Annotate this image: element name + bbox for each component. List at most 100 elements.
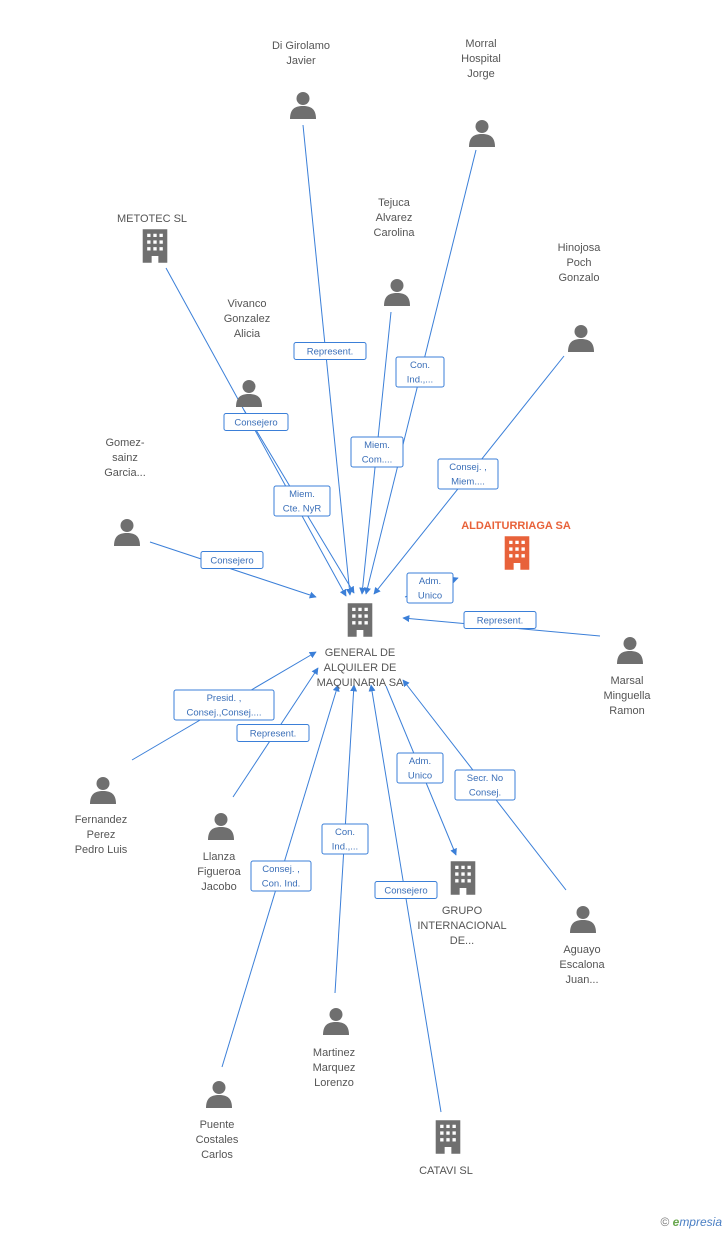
person-icon (617, 637, 643, 664)
edge-label-martinez-center[interactable]: Con.Ind.,... (321, 823, 369, 855)
edge-label-text: Adm. (409, 756, 431, 767)
edge-label-vivanco-center[interactable]: Consejero (223, 413, 289, 431)
edge-label-text: Con. Ind. (262, 879, 301, 890)
node-label: GRUPO (442, 905, 483, 917)
edge-label-tejuca-center[interactable]: Miem. Com.... (350, 436, 404, 468)
edge-label-metotec-center[interactable]: Miem.Cte. NyR (273, 485, 331, 517)
node-label: Garcia... (104, 467, 146, 479)
node-label: Carolina (374, 227, 416, 239)
node-label: Llanza (203, 851, 236, 863)
node-label: MAQUINARIA SA (317, 677, 404, 689)
node-metotec[interactable]: METOTEC SL (117, 213, 187, 263)
edge-gomez-center (149, 541, 317, 599)
node-label: Morral (465, 38, 496, 50)
edge-label-box (236, 724, 310, 742)
edge-label-gomez-center[interactable]: Consejero (200, 551, 264, 569)
edge-label-text: Unico (418, 591, 442, 602)
node-label: Javier (286, 55, 316, 67)
node-label: Poch (566, 257, 591, 269)
edge-label-box (250, 860, 312, 892)
node-aguayo[interactable]: AguayoEscalonaJuan... (559, 906, 606, 986)
node-label: Alvarez (376, 212, 413, 224)
edge-label-text: Presid. , (207, 693, 242, 704)
node-label: Carlos (201, 1149, 233, 1161)
node-gomez[interactable]: Gomez-sainzGarcia... (104, 437, 146, 546)
edge-label-text: Represent. (307, 347, 353, 358)
edge-label-box (454, 769, 516, 801)
node-label: INTERNACIONAL (417, 920, 506, 932)
edge-label-hinojosa-center[interactable]: Consej. ,Miem.... (437, 458, 499, 490)
edge-label-box (437, 458, 499, 490)
edge-label-text: Represent. (477, 616, 523, 627)
edge-label-center-aldai[interactable]: Adm. Unico (406, 572, 454, 604)
edge-label-fernandez-center[interactable]: Presid. ,Consej.,Consej.... (173, 689, 275, 721)
edge-label-text: Represent. (250, 729, 296, 740)
person-icon (469, 120, 495, 147)
empresia-footer[interactable]: © empresia (660, 1215, 722, 1229)
node-label: DE... (450, 935, 474, 947)
node-label: Di Girolamo (272, 40, 330, 52)
building-icon (450, 861, 476, 895)
node-catavi[interactable]: CATAVI SL (419, 1120, 473, 1177)
node-label: ALDAITURRIAGA SA (461, 520, 571, 532)
edge-label-text: Consejero (384, 886, 427, 897)
node-label: Martinez (313, 1047, 355, 1059)
edge-label-box (173, 689, 275, 721)
edge-label-text: Adm. (419, 576, 441, 587)
node-label: Ramon (609, 705, 644, 717)
person-icon (90, 777, 116, 804)
edge-label-digir-center[interactable]: Represent. (293, 342, 367, 360)
node-label: Marquez (313, 1062, 356, 1074)
node-label: Tejuca (378, 197, 411, 209)
edge-label-llanza-center[interactable]: Represent. (236, 724, 310, 742)
edge-label-puente-center[interactable]: Consej. , Con. Ind. (250, 860, 312, 892)
edge-label-morral-center[interactable]: Con.Ind.,... (395, 356, 445, 388)
node-aldai[interactable]: ALDAITURRIAGA SA (461, 520, 571, 570)
edge-label-box (374, 881, 438, 899)
empresia-logo: empresia (672, 1215, 722, 1229)
node-label: Figueroa (197, 866, 241, 878)
node-label: Juan... (565, 974, 598, 986)
edge-label-text: Consejero (210, 556, 253, 567)
node-label: Perez (87, 829, 116, 841)
node-label: Alicia (234, 328, 261, 340)
edge-label-text: Consej. , (449, 462, 487, 473)
edge-label-text: Miem. (364, 440, 390, 451)
edge-label-text: Com.... (362, 455, 393, 466)
edge-labels-layer: Represent. Con.Ind.,... Miem.Cte. NyR Miem.… (173, 342, 537, 899)
node-label: Jacobo (201, 881, 236, 893)
edge-label-catavi-center[interactable]: Consejero (374, 881, 438, 899)
copyright-icon: © (660, 1215, 670, 1229)
node-label: ALQUILER DE (324, 662, 397, 674)
node-label: sainz (112, 452, 138, 464)
edge-label-box (200, 551, 264, 569)
building-icon (347, 603, 373, 637)
person-icon (206, 1081, 232, 1108)
edge-label-box (396, 752, 444, 784)
node-label: Gonzalez (224, 313, 270, 325)
edge-label-text: Unico (408, 771, 432, 782)
edge-metotec-center (165, 267, 347, 597)
person-icon (290, 92, 316, 119)
edge-label-box (463, 611, 537, 629)
edge-label-marsal-center[interactable]: Represent. (463, 611, 537, 629)
edge-label-center-grupo[interactable]: Adm. Unico (396, 752, 444, 784)
node-label: Lorenzo (314, 1077, 354, 1089)
edge-label-text: Consej. , (262, 864, 300, 875)
person-icon (323, 1008, 349, 1035)
node-grupo[interactable]: GRUPO INTERNACIONAL DE... (417, 861, 507, 947)
edge-label-box (293, 342, 367, 360)
